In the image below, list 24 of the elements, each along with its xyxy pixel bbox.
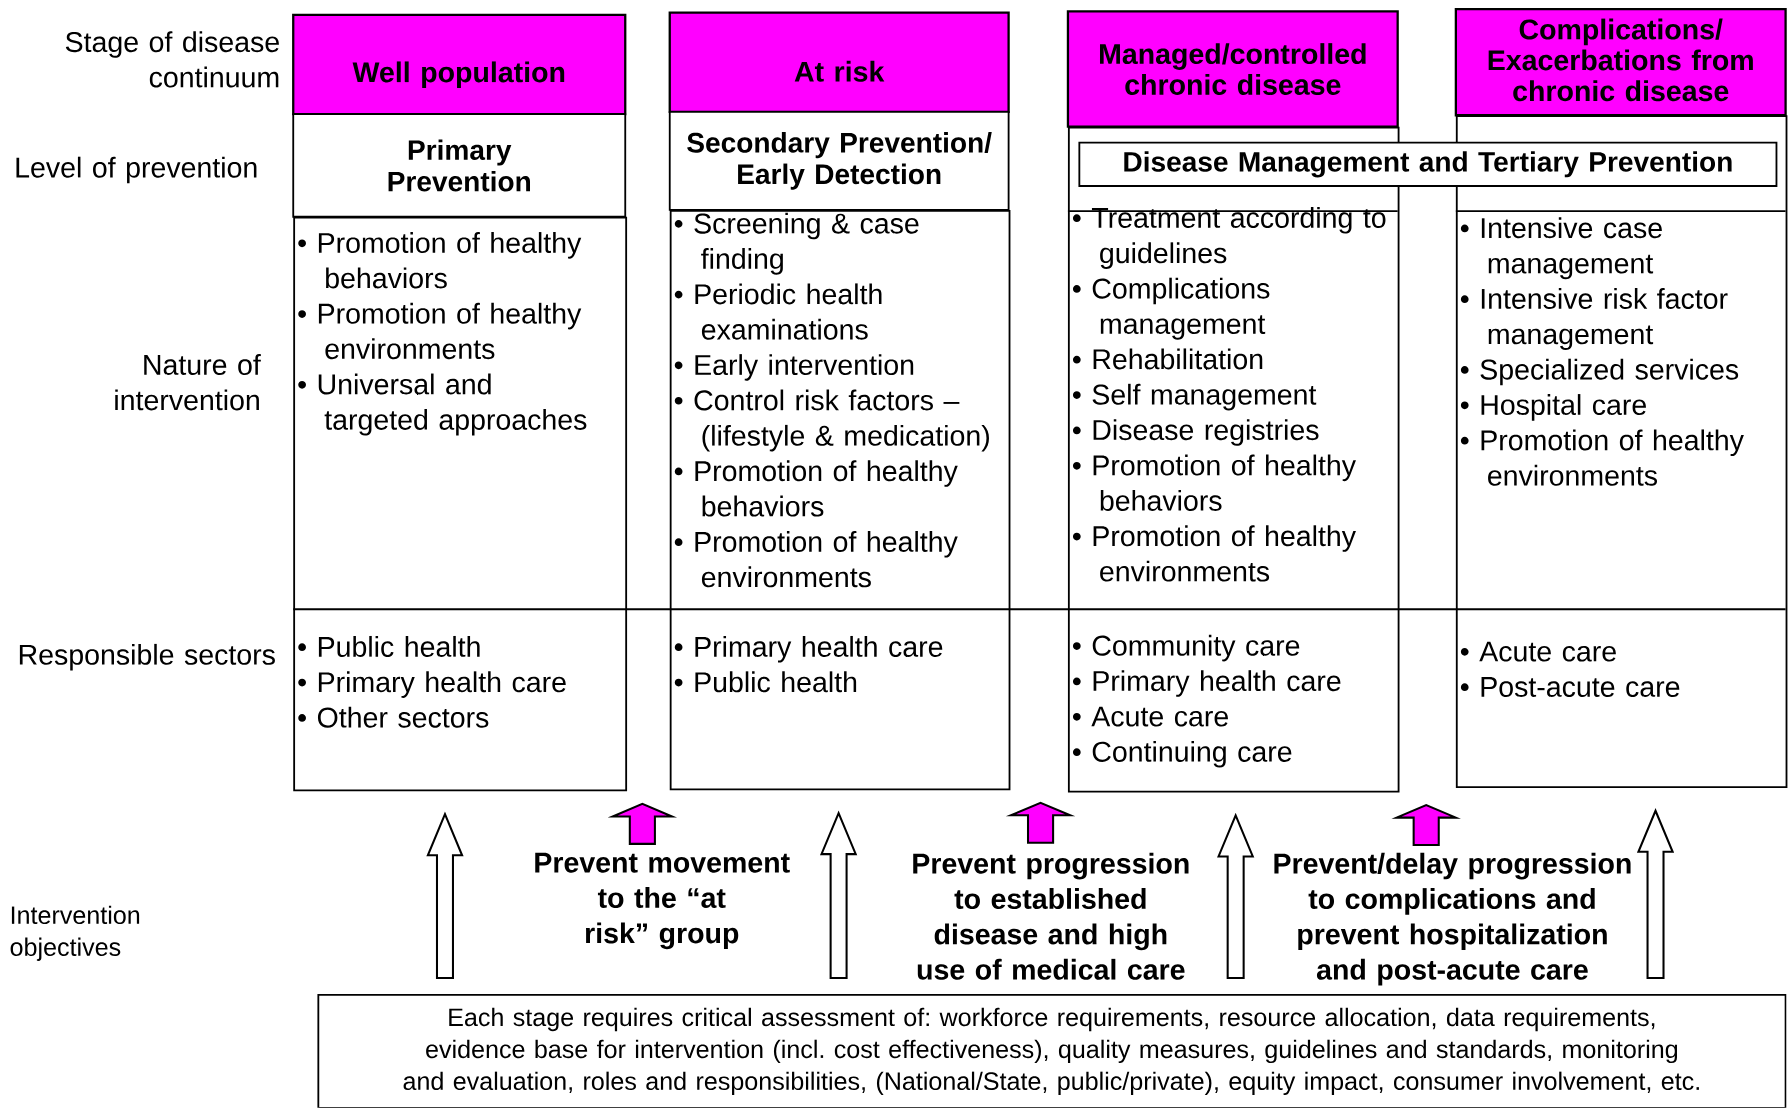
row-label: Nature of intervention	[115, 354, 261, 411]
row-label: Intervention objectives	[10, 905, 140, 961]
prevention-box: Primary Prevention	[292, 113, 627, 218]
block-arrow	[1005, 801, 1076, 844]
stage-header-box: Managed/controlled chronic disease	[1066, 10, 1399, 128]
objective-text: Prevent/delay progression to complications and prevent hospitalization and post-acute care	[1274, 852, 1631, 986]
objective-text: Prevent progression to established disease and high use of medical care	[913, 852, 1189, 980]
stage-header-box: Well population	[292, 13, 627, 116]
stage-header-box: At risk	[668, 11, 1010, 113]
block-arrow	[1391, 804, 1461, 847]
block-arrow	[1636, 808, 1675, 980]
block-arrow	[819, 810, 858, 980]
note-box: Each stage requires critical assessment of: workforce requirements, resource allocation, data requirements, evidence base for intervention (incl. cost effectiveness), quality measures, guidelines and standards, monitoring and evaluation, roles and responsibilities, (National/State, public/private), equity impact, consumer involvement, etc.	[317, 994, 1787, 1108]
block-arrow	[1217, 812, 1255, 980]
row-label: Stage of disease continuum	[65, 31, 279, 88]
row-label: Level of prevention	[16, 156, 257, 184]
intervention-box: • Promotion of healthy behaviors • Promotion of healthy environments • Universal and targeted approaches • Public health • Primary health care • Other sectors	[293, 216, 628, 792]
prevention-box: Disease Management and Tertiary Prevention	[1078, 141, 1778, 187]
objective-text: Prevent movement to the “at risk” group	[535, 852, 790, 950]
block-arrow	[607, 802, 678, 845]
block-arrow	[426, 811, 464, 980]
prevention-box: Secondary Prevention/ Early Detection	[668, 110, 1010, 211]
intervention-box: • Screening & case finding • Periodic health examinations • Early intervention • Control risk factors – (lifestyle & medication) • Promotion of healthy behaviors • Promotion of healthy environments • Primary health care • Public health	[669, 210, 1011, 791]
stage-header-box: Complications/ Exacerbations from chronic disease	[1454, 8, 1787, 117]
